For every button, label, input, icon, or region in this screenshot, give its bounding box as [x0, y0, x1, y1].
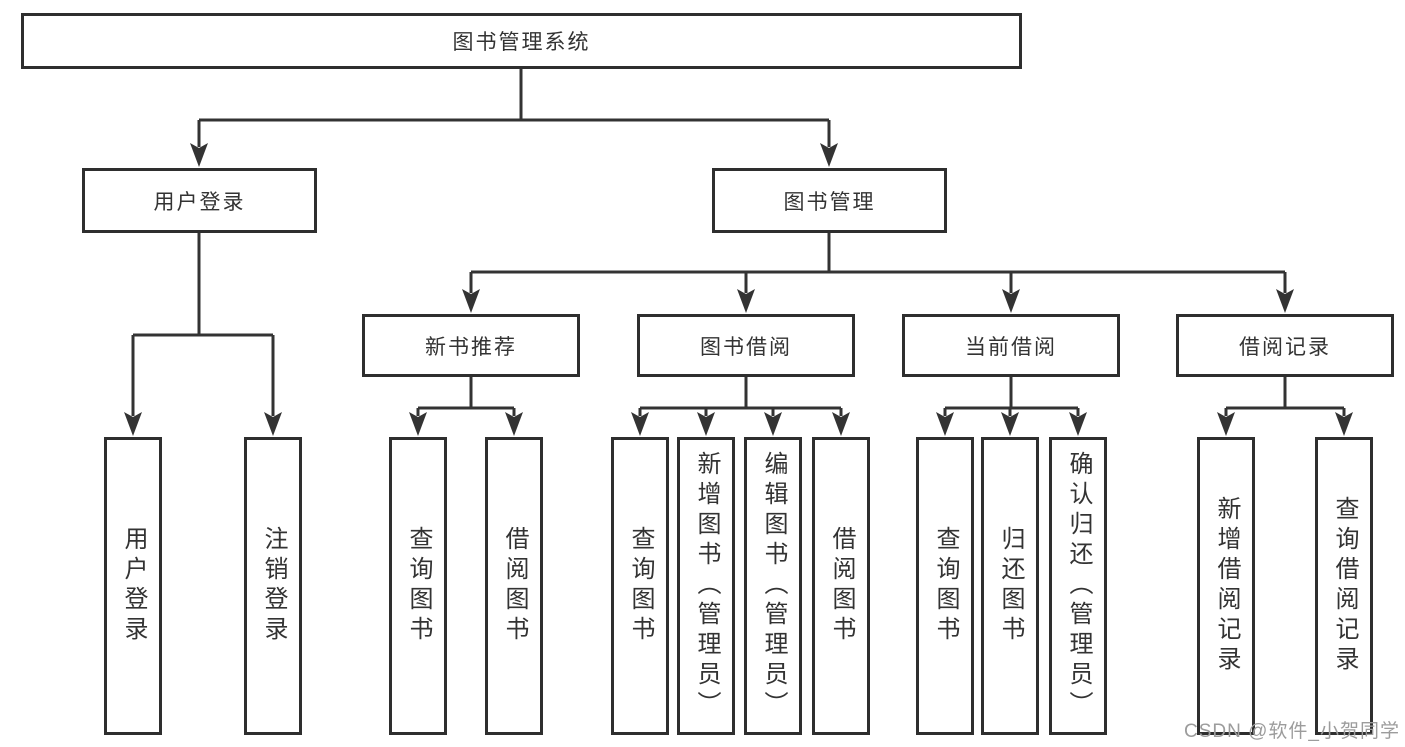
node-root-label: 图书管理系统 [452, 31, 591, 54]
arrowheads [124, 143, 1353, 436]
node-book-management: 图书管理 [712, 168, 947, 233]
leaf-edit-books-admin: 编辑图书（管理员） [744, 437, 802, 735]
csdn-watermark: CSDN @软件_小贺同学 [1184, 721, 1400, 742]
leaf-query-books-borrowing-label: 查询图书 [627, 526, 654, 646]
leaf-query-borrow-record: 查询借阅记录 [1315, 437, 1373, 735]
leaf-user-login: 用户登录 [104, 437, 162, 735]
leaf-logout-label: 注销登录 [260, 526, 287, 646]
node-current-borrowing: 当前借阅 [902, 314, 1120, 377]
node-book-management-label: 图书管理 [783, 190, 876, 214]
leaf-query-books-current-label: 查询图书 [932, 526, 959, 646]
leaf-add-borrow-record-label: 新增借阅记录 [1213, 496, 1240, 676]
leaf-user-login-label: 用户登录 [120, 526, 147, 646]
node-borrowing-records: 借阅记录 [1176, 314, 1394, 377]
leaf-add-borrow-record: 新增借阅记录 [1197, 437, 1255, 735]
leaf-return-books: 归还图书 [981, 437, 1039, 735]
leaf-confirm-return-admin-label: 确认归还（管理员） [1065, 451, 1092, 721]
leaf-confirm-return-admin: 确认归还（管理员） [1049, 437, 1107, 735]
leaf-logout: 注销登录 [244, 437, 302, 735]
node-current-borrowing-label: 当前借阅 [965, 335, 1057, 359]
node-user-login-label: 用户登录 [153, 190, 246, 214]
leaf-borrow-books-recommend: 借阅图书 [485, 437, 543, 735]
leaf-query-books-recommend-label: 查询图书 [405, 526, 432, 646]
leaf-edit-books-admin-label: 编辑图书（管理员） [760, 451, 787, 721]
leaf-borrow-books-recommend-label: 借阅图书 [501, 526, 528, 646]
node-root: 图书管理系统 [21, 13, 1022, 69]
node-user-login: 用户登录 [82, 168, 317, 233]
node-new-book-recommend-label: 新书推荐 [425, 335, 517, 359]
leaf-add-books-admin: 新增图书（管理员） [677, 437, 735, 735]
leaf-query-books-recommend: 查询图书 [389, 437, 447, 735]
node-borrowing-records-label: 借阅记录 [1239, 335, 1331, 359]
leaf-query-books-borrowing: 查询图书 [611, 437, 669, 735]
leaf-query-books-current: 查询图书 [916, 437, 974, 735]
leaf-add-books-admin-label: 新增图书（管理员） [693, 451, 720, 721]
node-book-borrowing: 图书借阅 [637, 314, 855, 377]
node-book-borrowing-label: 图书借阅 [700, 335, 792, 359]
leaf-borrow-books-borrowing-label: 借阅图书 [828, 526, 855, 646]
leaf-return-books-label: 归还图书 [997, 526, 1024, 646]
node-new-book-recommend: 新书推荐 [362, 314, 580, 377]
leaf-query-borrow-record-label: 查询借阅记录 [1331, 496, 1358, 676]
leaf-borrow-books-borrowing: 借阅图书 [812, 437, 870, 735]
